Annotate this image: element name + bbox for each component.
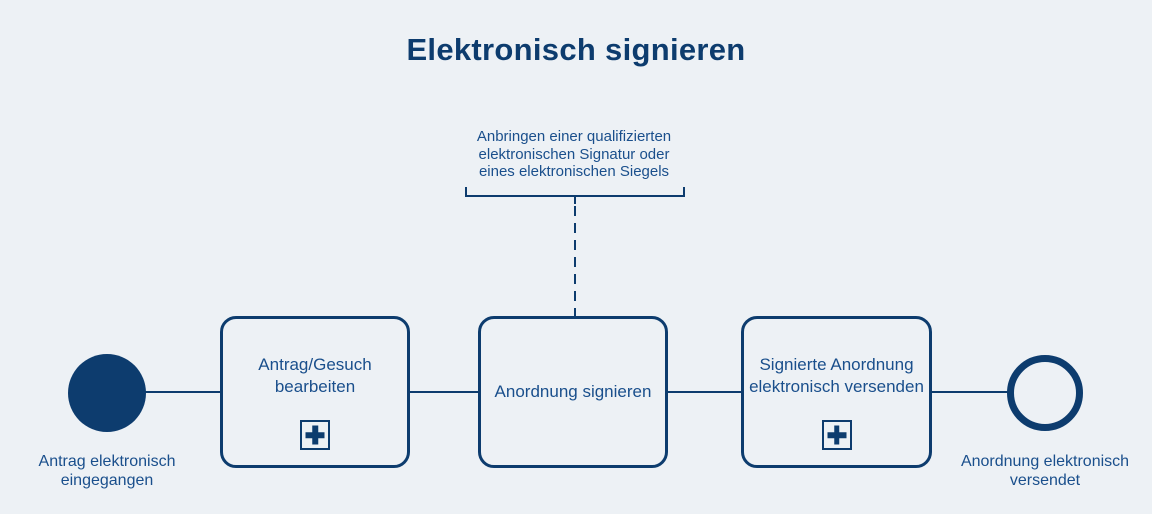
task-label: Signierte Anordnung elektronisch versend…: [749, 355, 924, 396]
annotation-line: Anbringen einer qualifizierten: [476, 128, 672, 145]
end-event-circle: [1007, 355, 1083, 431]
annotation-line: elektronischen Signatur oder: [478, 145, 670, 163]
end-event-label: Anordnung elektronisch versendet: [960, 453, 1130, 489]
subprocess-plus-icon: [821, 420, 852, 450]
task-label: Antrag/Gesuch bearbeiten: [258, 355, 372, 396]
annotation-text: Anbringen einer qualifizierten elektroni…: [459, 128, 689, 181]
task-label: Anordnung signieren: [494, 382, 652, 401]
start-event-label: Antrag elektronisch eingegangen: [38, 453, 176, 489]
task-antrag-gesuch-bearbeiten: Antrag/Gesuch bearbeiten: [220, 316, 410, 468]
task-anordnung-signieren: Anordnung signieren: [478, 316, 668, 468]
task-signierte-anordnung-versenden: Signierte Anordnung elektronisch versend…: [741, 316, 932, 468]
annotation-bracket: [465, 187, 685, 204]
annotation-line: eines elektronischen Siegels: [478, 163, 670, 180]
diagram-title: Elektronisch signieren: [406, 32, 746, 67]
subprocess-plus-icon: [300, 420, 330, 450]
start-event-circle: [68, 354, 146, 432]
